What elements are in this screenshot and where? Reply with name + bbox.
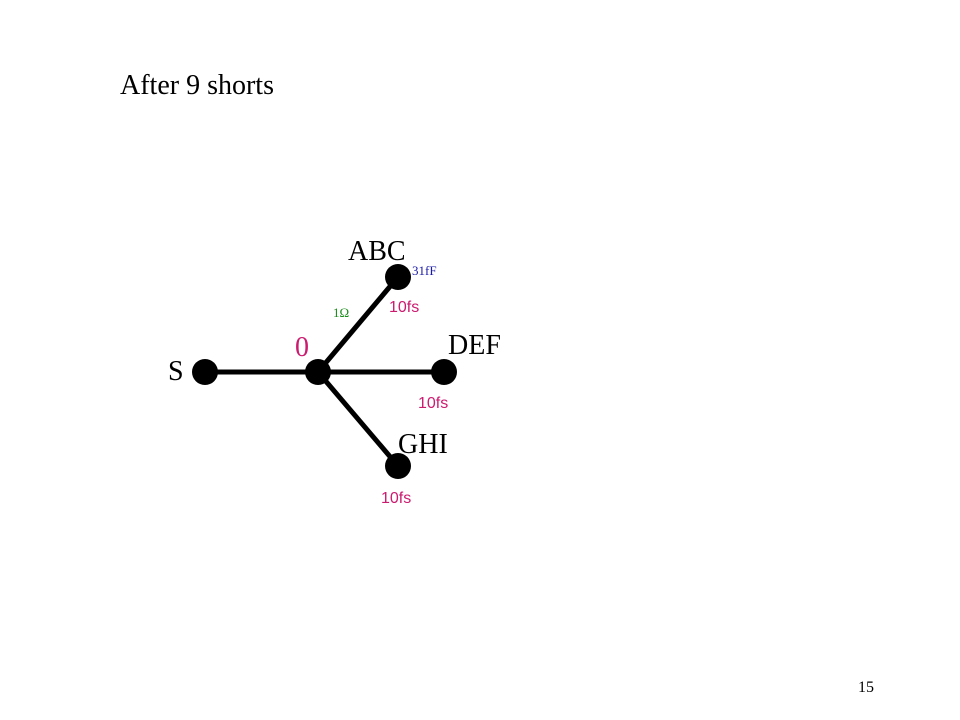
node-ghi: [385, 453, 411, 479]
node-label-abc: ABC: [348, 236, 406, 267]
abc-resistance-label: 1Ω: [333, 305, 349, 320]
wire-center-abc: [316, 275, 400, 374]
def-delay-label: 10fs: [418, 395, 448, 412]
node-label-s: S: [168, 356, 184, 387]
ghi-delay-label: 10fs: [381, 490, 411, 507]
node-label-center: 0: [295, 332, 309, 363]
node-s: [192, 359, 218, 385]
abc-delay-label: 10fs: [389, 299, 419, 316]
node-abc: [385, 264, 411, 290]
node-label-ghi: GHI: [398, 429, 448, 460]
node-label-def: DEF: [448, 330, 501, 361]
abc-capacitance-label: 31fF: [412, 263, 437, 278]
wire-center-ghi: [316, 370, 400, 468]
page-number: 15: [858, 679, 874, 696]
node-def: [431, 359, 457, 385]
node-center: [305, 359, 331, 385]
slide-title: After 9 shorts: [120, 70, 274, 101]
